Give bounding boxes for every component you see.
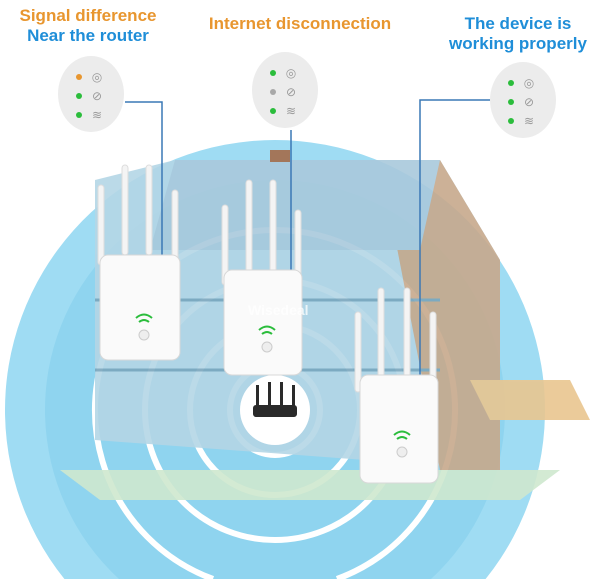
status-title-signal: Signal difference Near the router xyxy=(8,6,168,46)
watermark: Wisedeal xyxy=(248,302,309,318)
led-row: ◎ xyxy=(76,70,104,84)
status-led xyxy=(76,93,82,99)
status-led xyxy=(508,99,514,105)
status-led xyxy=(508,118,514,124)
title-signal-difference: Signal difference xyxy=(19,6,157,25)
led-row: ⊘ xyxy=(270,85,298,99)
extender-middle xyxy=(221,179,303,376)
led-row: ≋ xyxy=(76,108,104,122)
status-led xyxy=(76,74,82,80)
wifi-icon: ≋ xyxy=(285,104,297,118)
signal-strength-icon: ◎ xyxy=(523,76,535,90)
led-row: ≋ xyxy=(270,104,298,118)
extender-right xyxy=(354,287,439,484)
led-row: ◎ xyxy=(508,76,536,90)
led-panel-signal: ◎ ⊘ ≋ xyxy=(58,56,124,132)
status-title-working: The device is working properly xyxy=(438,14,598,54)
signal-strength-icon: ◎ xyxy=(91,70,103,84)
status-led xyxy=(270,70,276,76)
led-row: ⊘ xyxy=(76,89,104,103)
led-panel-internet: ◎ ⊘ ≋ xyxy=(252,52,318,128)
title-near-router: Near the router xyxy=(27,26,149,45)
extender-left xyxy=(97,164,181,361)
connector-lines xyxy=(125,99,490,400)
title-device-is: The device is xyxy=(464,14,572,33)
title-internet-disconnection: Internet disconnection xyxy=(208,14,392,33)
status-led xyxy=(270,89,276,95)
router xyxy=(240,375,310,445)
led-panel-working: ◎ ⊘ ≋ xyxy=(490,62,556,138)
internet-globe-icon: ⊘ xyxy=(91,89,103,103)
signal-strength-icon: ◎ xyxy=(285,66,297,80)
internet-globe-icon: ⊘ xyxy=(523,95,535,109)
led-row: ≋ xyxy=(508,114,536,128)
wifi-icon: ≋ xyxy=(91,108,103,122)
internet-globe-icon: ⊘ xyxy=(285,85,297,99)
status-led xyxy=(76,112,82,118)
status-led xyxy=(270,108,276,114)
led-row: ◎ xyxy=(270,66,298,80)
led-row: ⊘ xyxy=(508,95,536,109)
title-working-properly: working properly xyxy=(449,34,587,53)
status-led xyxy=(508,80,514,86)
wifi-icon: ≋ xyxy=(523,114,535,128)
